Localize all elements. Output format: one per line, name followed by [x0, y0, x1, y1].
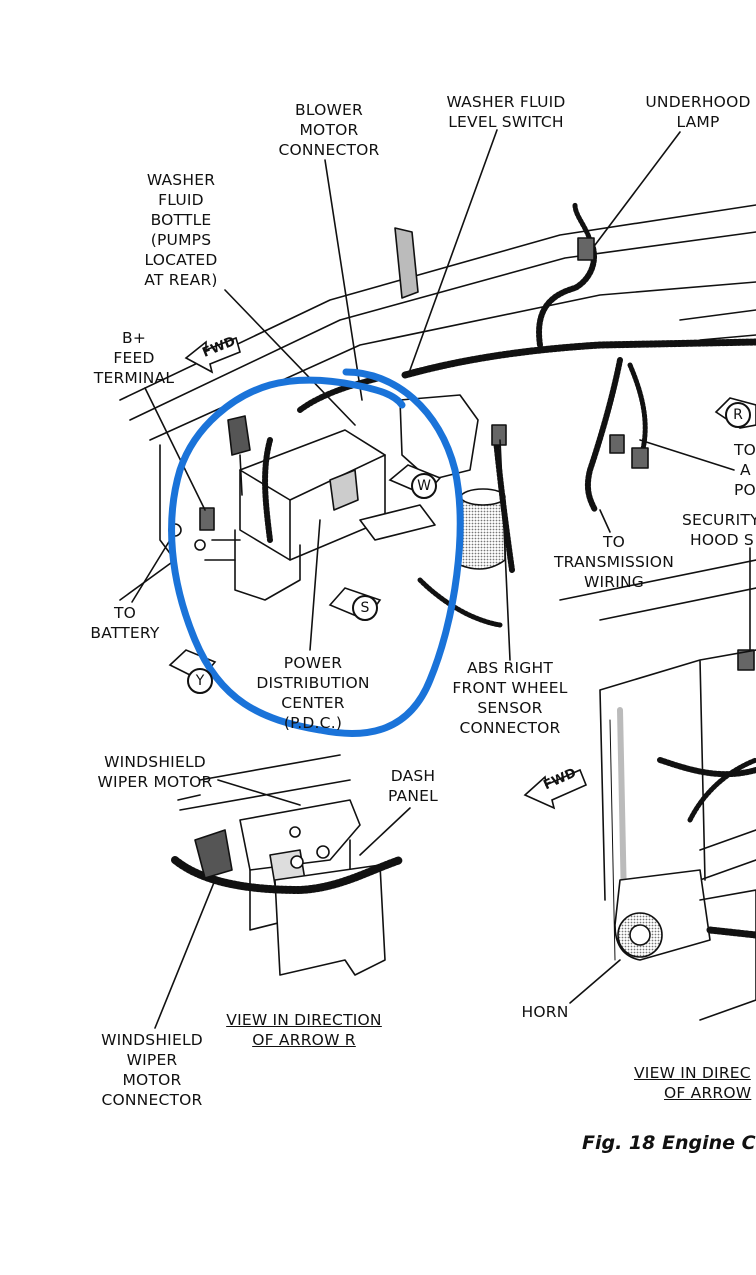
pdc-mount-bracket	[234, 529, 301, 601]
leader-dash	[359, 807, 411, 856]
leader-to-a-po	[639, 439, 735, 471]
arrow-s-label: S	[352, 595, 378, 621]
leader-bottle	[224, 289, 356, 426]
arrow-r-label: R	[725, 402, 751, 428]
arrow-w-label: W	[411, 473, 437, 499]
leader-blower	[324, 159, 363, 401]
leader-horn	[569, 959, 621, 1004]
main-wiring-harness	[401, 338, 756, 379]
leader-pdc	[309, 519, 321, 651]
figure-caption: Fig. 18 Engine Co	[582, 1132, 756, 1154]
leader-bfeed	[144, 387, 206, 511]
wiper-mount-plate	[239, 799, 361, 871]
label-horn: HORN	[521, 1003, 569, 1021]
leader-trans	[599, 509, 611, 533]
washer-fluid-bottle	[399, 394, 479, 481]
fwd-arrow-mid	[523, 768, 588, 810]
hood-bracket	[394, 227, 419, 299]
fwd-arrow-top	[184, 336, 241, 374]
leader-abs	[499, 439, 511, 661]
highlight-circle	[168, 368, 464, 737]
leader-battery	[131, 539, 171, 603]
leader-wiper-motor	[217, 779, 301, 806]
pdc-box	[239, 429, 386, 561]
leader-underhood-lamp	[594, 131, 681, 246]
leader-washer-switch	[409, 129, 498, 371]
arrow-y-label: Y	[187, 668, 213, 694]
leader-wiper-conn	[154, 879, 216, 1029]
fender-edge-line-2	[129, 231, 756, 421]
